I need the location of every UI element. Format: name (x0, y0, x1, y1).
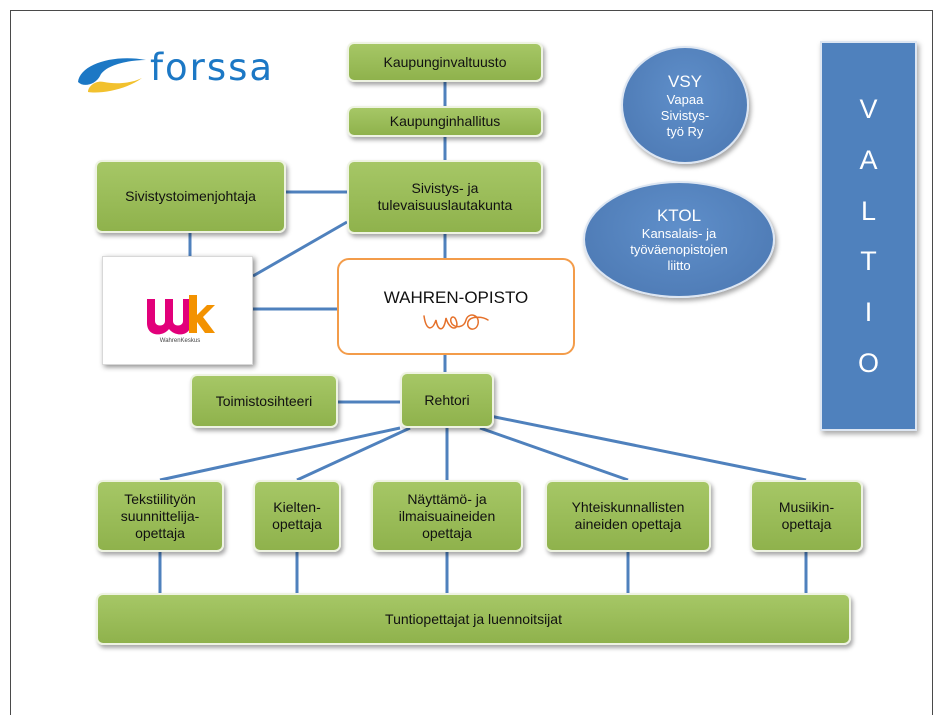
node-sivistystoimenjohtaja: Sivistystoimenjohtaja (95, 160, 286, 233)
forssa-wordmark: forssa (150, 46, 275, 89)
node-rehtori: Rehtori (400, 372, 494, 428)
node-tekstiilityon-suunnittelijaopettaja: Tekstiilityön suunnittelija- opettaja (96, 480, 224, 552)
node-label-line1: Musiikin- (778, 499, 835, 515)
ellipse-line2: työväenopistojen (630, 242, 728, 257)
ellipse-vsy: VSY Vapaa Sivistys- työ Ry (621, 46, 749, 164)
wo-signature-icon (423, 313, 489, 330)
valtio-letter: V (859, 93, 878, 124)
node-label: Sivistystoimenjohtaja (125, 188, 256, 204)
node-label-line1: Yhteiskunnallisten (571, 499, 685, 515)
node-label: WAHREN-OPISTO (383, 287, 529, 307)
node-label: Rehtori (424, 391, 470, 408)
ellipse-line2: Sivistys- (660, 107, 710, 123)
node-label-line2: ilmaisuaineiden (398, 507, 496, 524)
node-label: Tuntiopettajat ja luennoitsijat (385, 610, 562, 627)
valtio-letter: T (860, 246, 877, 277)
wk-caption: WahrenKeskus (159, 338, 201, 344)
slide-border (10, 10, 933, 715)
ellipse-line1: Vapaa (666, 91, 704, 107)
connector-rehtori-musiikki (489, 414, 807, 482)
ellipse-title: VSY (667, 71, 703, 91)
node-label: Toimistosihteeri (215, 392, 313, 409)
connector-lautakunta-wk (252, 220, 348, 278)
node-kaupunginhallitus: Kaupunginhallitus (347, 106, 543, 137)
ellipse-line1: Kansalais- ja (641, 226, 717, 241)
connector-rehtori-tekstiili (159, 426, 401, 482)
ellipse-line3: työ Ry (666, 123, 704, 139)
node-label-line2: tulevaisuuslautakunta (377, 197, 513, 213)
forssa-logo-icon (78, 58, 146, 93)
node-label-line2: opettaja (781, 516, 832, 532)
node-label: Kaupunginvaltuusto (383, 53, 507, 70)
node-label-line2: suunnittelija- (120, 507, 200, 524)
node-wahren-opisto: WAHREN-OPISTO (337, 258, 575, 355)
node-nayttamo-ja-ilmaisuaineiden-opettaja: Näyttämö- ja ilmaisuaineiden opettaja (371, 480, 523, 552)
node-toimistosihteeri: Toimistosihteeri (190, 374, 338, 428)
node-yhteiskunnallisten-aineiden-opettaja: Yhteiskunnallisten aineiden opettaja (545, 480, 711, 552)
valtio-letter: O (857, 348, 879, 379)
ellipse-title: KTOL (656, 206, 702, 225)
ellipse-line3: liitto (667, 258, 691, 273)
wk-icon (147, 295, 215, 335)
valtio-letter: A (859, 144, 878, 175)
node-label-line2: aineiden opettaja (574, 516, 682, 532)
node-label-line2: opettaja (272, 516, 322, 532)
wahrenkeskus-logo: WahrenKeskus (102, 256, 253, 365)
node-label-line1: Näyttämö- ja (407, 490, 487, 507)
valtio-letter: I (864, 297, 873, 328)
node-tuntiopettajat-ja-luennoitsijat: Tuntiopettajat ja luennoitsijat (96, 593, 851, 645)
node-label-line3: opettaja (422, 524, 472, 541)
node-musiikinopettaja: Musiikin- opettaja (750, 480, 863, 552)
node-kaupunginvaltuusto: Kaupunginvaltuusto (347, 42, 543, 82)
valtio-box: V A L T I O (820, 41, 917, 431)
connector-rehtori-yhteis (479, 426, 629, 482)
node-label-line3: opettaja (135, 524, 185, 541)
connector-rehtori-kielten (296, 426, 411, 482)
node-kieltenopettaja: Kielten- opettaja (253, 480, 341, 552)
valtio-letter: L (860, 195, 877, 226)
node-label-line1: Sivistys- ja (411, 180, 479, 196)
ellipse-ktol: KTOL Kansalais- ja työväenopistojen liit… (583, 181, 775, 298)
node-label: Kaupunginhallitus (389, 113, 501, 129)
node-label-line1: Kielten- (273, 499, 321, 515)
node-label-line1: Tekstiilityön (124, 490, 196, 507)
node-sivistys-ja-tulevaisuuslautakunta: Sivistys- ja tulevaisuuslautakunta (347, 160, 543, 234)
